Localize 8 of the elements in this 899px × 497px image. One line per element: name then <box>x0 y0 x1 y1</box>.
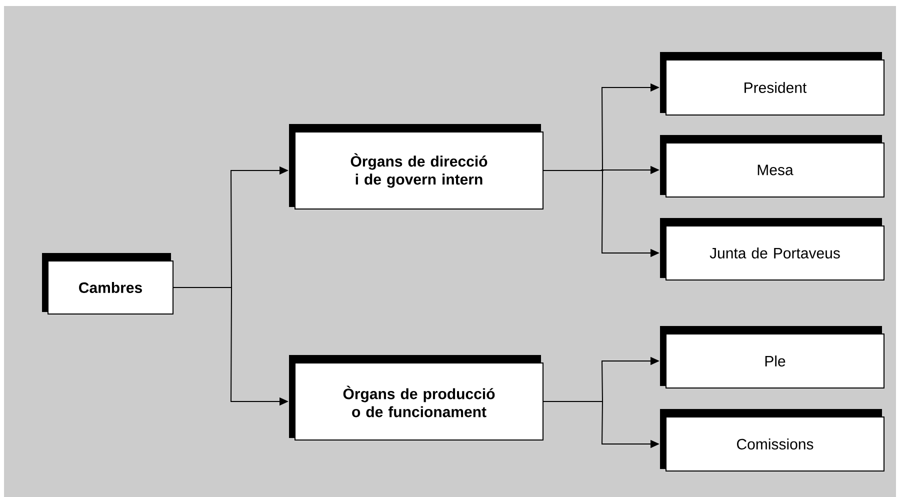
org-box: Comissions <box>660 409 884 472</box>
org-box: President <box>660 52 884 116</box>
org-box: Mesa <box>660 135 884 198</box>
org-box: Ple <box>660 326 884 388</box>
org-box: Junta de Portaveus <box>660 218 884 280</box>
org-box: Cambres <box>42 253 174 314</box>
org-box: Òrgans de producció o de funcionament <box>289 355 544 440</box>
org-box: Òrgans de direcció i de govern intern <box>289 124 544 210</box>
